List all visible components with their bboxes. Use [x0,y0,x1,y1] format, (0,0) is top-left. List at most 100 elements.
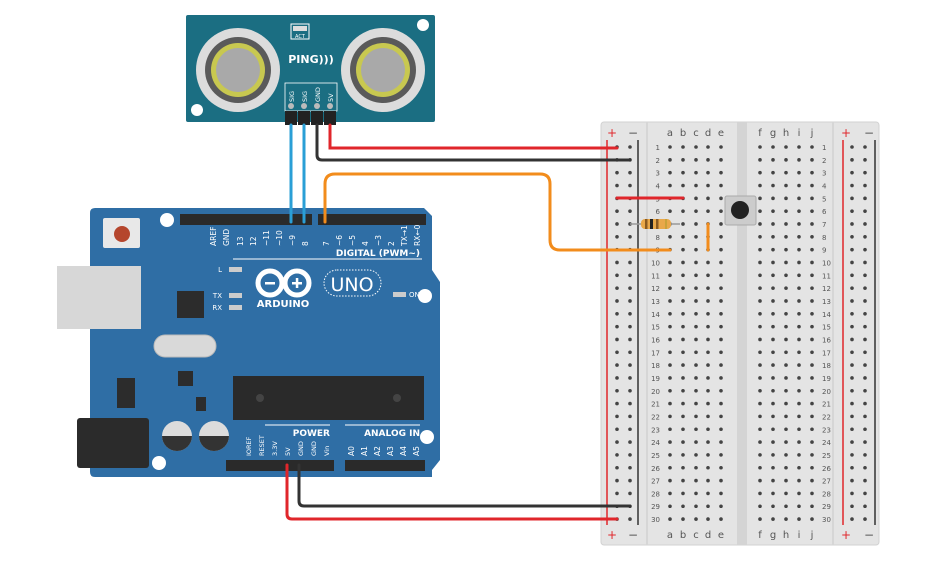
breadboard-hole[interactable] [719,222,723,226]
breadboard-hole[interactable] [668,478,672,483]
breadboard-hole[interactable] [719,517,723,521]
breadboard-hole[interactable] [719,478,723,483]
breadboard-hole[interactable] [668,158,672,162]
breadboard-hole[interactable] [797,376,801,380]
breadboard-hole[interactable] [719,427,723,432]
breadboard-hole[interactable] [615,222,619,226]
breadboard-hole[interactable] [771,504,775,509]
breadboard-hole[interactable] [668,440,672,444]
breadboard-hole[interactable] [719,388,723,393]
breadboard-hole[interactable] [628,350,632,355]
breadboard-hole[interactable] [694,299,698,303]
breadboard-hole[interactable] [706,273,710,278]
breadboard-hole[interactable] [758,209,762,213]
breadboard-hole[interactable] [681,401,685,406]
breadboard-hole[interactable] [706,478,710,483]
breadboard-hole[interactable] [784,260,788,265]
breadboard-hole[interactable] [784,158,788,162]
breadboard-hole[interactable] [694,196,698,201]
breadboard-hole[interactable] [668,401,672,406]
breadboard-hole[interactable] [771,427,775,432]
breadboard-hole[interactable] [758,414,762,419]
breadboard-hole[interactable] [850,401,854,406]
breadboard-hole[interactable] [668,299,672,303]
breadboard-hole[interactable] [706,401,710,406]
breadboard-hole[interactable] [628,170,632,175]
breadboard-hole[interactable] [719,196,723,201]
breadboard-hole[interactable] [771,158,775,162]
breadboard-hole[interactable] [784,478,788,483]
breadboard-hole[interactable] [615,478,619,483]
breadboard-hole[interactable] [668,286,672,290]
breadboard-hole[interactable] [628,273,632,278]
breadboard-hole[interactable] [771,440,775,444]
analog-header[interactable] [345,460,425,471]
breadboard-hole[interactable] [719,401,723,406]
breadboard-hole[interactable] [706,286,710,290]
breadboard-hole[interactable] [628,209,632,213]
breadboard-hole[interactable] [694,401,698,406]
breadboard-hole[interactable] [681,222,685,226]
breadboard-hole[interactable] [615,183,619,188]
breadboard-hole[interactable] [797,260,801,265]
breadboard-hole[interactable] [784,170,788,175]
breadboard-hole[interactable] [758,286,762,290]
breadboard-hole[interactable] [758,260,762,265]
wire-pin7-to-row9[interactable] [323,172,672,252]
breadboard-hole[interactable] [850,324,854,329]
breadboard-hole[interactable] [706,517,710,521]
breadboard-hole[interactable] [850,170,854,175]
breadboard-hole[interactable] [719,145,723,149]
breadboard-hole[interactable] [694,158,698,162]
breadboard-hole[interactable] [850,247,854,252]
breadboard-hole[interactable] [628,363,632,367]
breadboard-hole[interactable] [694,465,698,470]
breadboard-hole[interactable] [681,235,685,239]
breadboard-hole[interactable] [810,465,814,470]
breadboard-hole[interactable] [771,209,775,213]
breadboard-hole[interactable] [758,350,762,355]
breadboard-hole[interactable] [681,299,685,303]
breadboard-hole[interactable] [681,517,685,521]
breadboard-hole[interactable] [797,311,801,316]
breadboard-hole[interactable] [628,299,632,303]
pushbutton[interactable] [724,195,757,226]
breadboard-hole[interactable] [863,517,867,521]
breadboard-hole[interactable] [758,491,762,496]
breadboard-hole[interactable] [681,453,685,457]
breadboard-hole[interactable] [810,209,814,213]
breadboard-hole[interactable] [694,324,698,329]
breadboard-hole[interactable] [850,465,854,470]
breadboard-hole[interactable] [719,235,723,239]
breadboard-hole[interactable] [771,273,775,278]
breadboard-hole[interactable] [719,376,723,380]
breadboard-hole[interactable] [706,299,710,303]
breadboard-hole[interactable] [810,427,814,432]
breadboard-hole[interactable] [719,363,723,367]
breadboard-hole[interactable] [863,337,867,342]
breadboard-hole[interactable] [758,440,762,444]
breadboard-hole[interactable] [797,170,801,175]
breadboard-hole[interactable] [668,504,672,509]
breadboard-hole[interactable] [771,414,775,419]
breadboard-hole[interactable] [668,337,672,342]
breadboard-hole[interactable] [681,247,685,252]
breadboard-hole[interactable] [758,235,762,239]
breadboard-hole[interactable] [771,388,775,393]
breadboard-hole[interactable] [694,376,698,380]
breadboard-hole[interactable] [694,145,698,149]
breadboard-hole[interactable] [615,299,619,303]
breadboard-hole[interactable] [850,222,854,226]
breadboard-hole[interactable] [615,260,619,265]
breadboard-hole[interactable] [758,170,762,175]
breadboard-hole[interactable] [810,440,814,444]
breadboard-hole[interactable] [771,299,775,303]
breadboard-hole[interactable] [694,350,698,355]
breadboard-hole[interactable] [668,273,672,278]
breadboard-hole[interactable] [850,299,854,303]
breadboard-hole[interactable] [810,388,814,393]
breadboard-hole[interactable] [810,273,814,278]
breadboard-hole[interactable] [810,247,814,252]
